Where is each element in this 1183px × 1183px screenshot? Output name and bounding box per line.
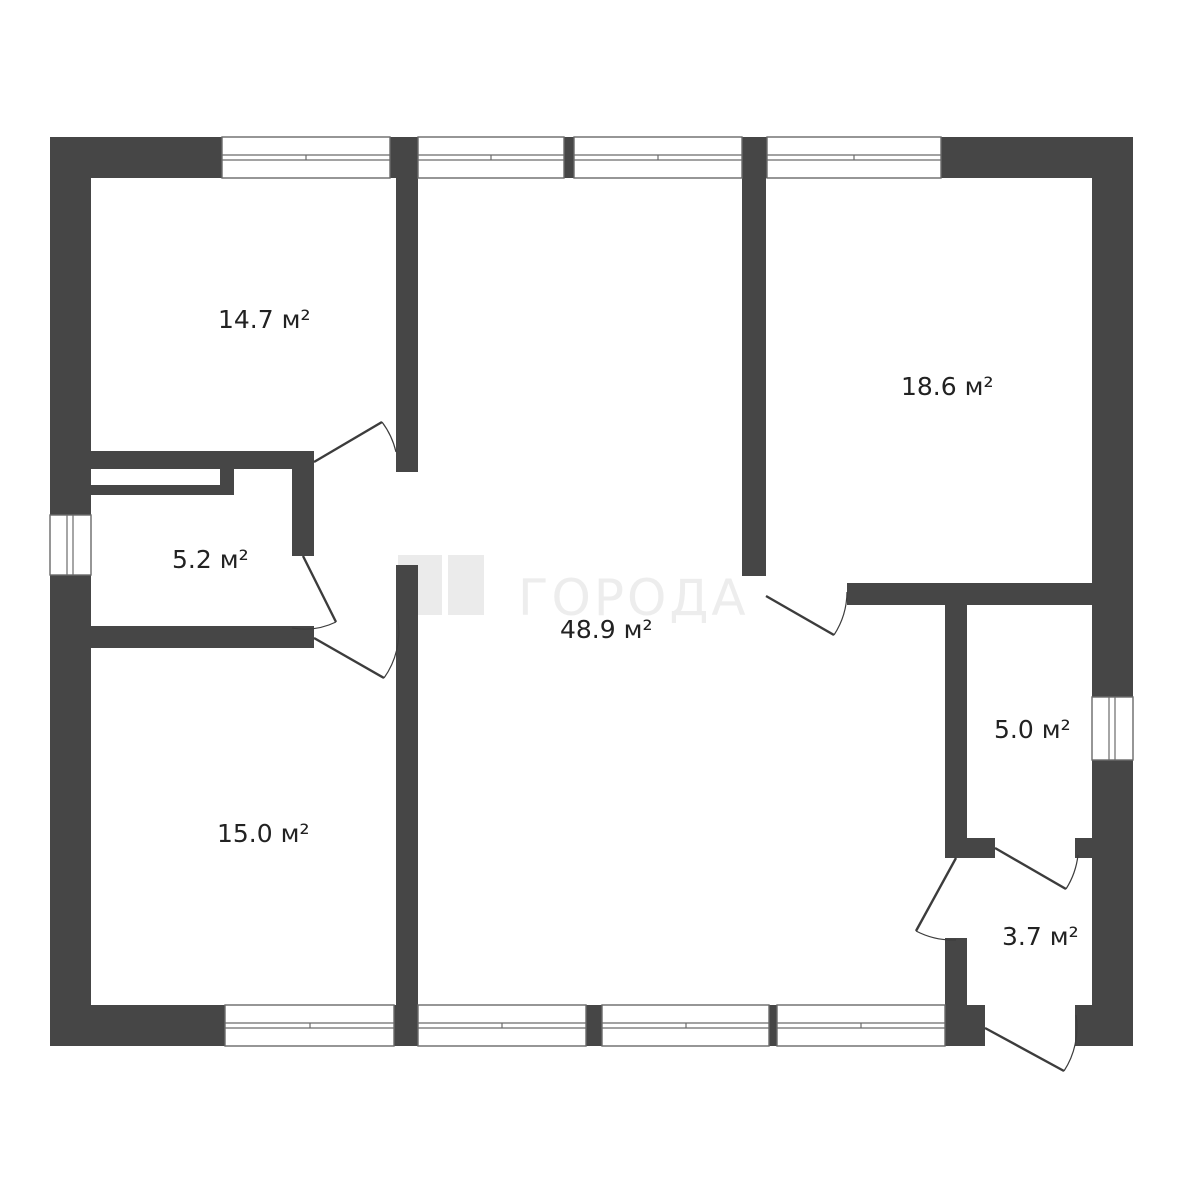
door-bathroom <box>994 846 1079 891</box>
window-top-1 <box>221 136 391 179</box>
inner-walls <box>88 170 1097 1046</box>
window-left <box>49 514 92 576</box>
area-label-bedroom-bottom-left: 15.0 м² <box>217 819 310 848</box>
area-label-small-room-left: 5.2 м² <box>172 545 249 574</box>
wall-hall-left <box>945 938 967 1046</box>
wall-closet-end <box>220 467 234 495</box>
door-small-room <box>291 555 338 630</box>
area-label-entrance-hall: 3.7 м² <box>1002 922 1079 951</box>
window-bottom-2 <box>417 1004 587 1047</box>
watermark-logo-right <box>448 555 484 615</box>
window-bottom-4 <box>776 1004 946 1047</box>
watermark: ГОРОДА <box>398 555 749 627</box>
area-label-living-main: 48.9 м² <box>560 615 653 644</box>
window-bottom-1 <box>224 1004 395 1047</box>
wall-left-upper <box>50 137 91 515</box>
window-top-3 <box>573 136 743 179</box>
window-right <box>1091 696 1134 761</box>
wall-small-room-right <box>292 451 314 556</box>
wall-bath-bottom-a <box>945 838 995 858</box>
outer-walls <box>50 137 1133 1046</box>
area-label-bedroom-top-right: 18.6 м² <box>901 372 994 401</box>
wall-bath-bottom-b <box>1075 838 1097 858</box>
wall-right-lower <box>1092 760 1133 1046</box>
door-hall-to-living <box>914 857 958 941</box>
wall-closet-top <box>88 451 314 469</box>
door-top-left-room <box>313 420 397 464</box>
door-top-right-room <box>765 591 848 637</box>
wall-bottom-right-b <box>1075 1005 1133 1046</box>
door-bottom-left-room <box>313 619 400 680</box>
wall-bottom-mid-2 <box>586 1005 602 1046</box>
wall-closet-bottom <box>88 485 234 495</box>
watermark-text: ГОРОДА <box>518 569 749 627</box>
door-entrance <box>984 1014 1078 1073</box>
window-top-4 <box>766 136 942 179</box>
wall-inner-v-left-lower <box>396 565 418 1010</box>
window-top-2 <box>417 136 565 179</box>
wall-inner-v-left-upper <box>396 170 418 472</box>
wall-left-lower <box>50 575 91 1046</box>
wall-bath-left <box>945 583 967 858</box>
window-bottom-3 <box>601 1004 770 1047</box>
wall-right-upper <box>1092 137 1133 697</box>
area-label-bedroom-top-left: 14.7 м² <box>218 305 311 334</box>
doors <box>291 420 1079 1073</box>
wall-bottom-mid-3 <box>769 1005 777 1046</box>
wall-right-room-bottom <box>847 583 1097 605</box>
wall-bottom-left <box>50 1005 225 1046</box>
wall-inner-v-right <box>742 170 766 576</box>
wall-bottom-mid-1 <box>394 1005 418 1046</box>
wall-top-mid-2 <box>564 137 574 178</box>
area-label-bathroom-right: 5.0 м² <box>994 715 1071 744</box>
windows <box>49 136 1134 1047</box>
wall-small-room-bottom-a <box>88 626 314 648</box>
area-labels: 14.7 м² 18.6 м² 5.2 м² 48.9 м² 5.0 м² 15… <box>172 305 1079 951</box>
